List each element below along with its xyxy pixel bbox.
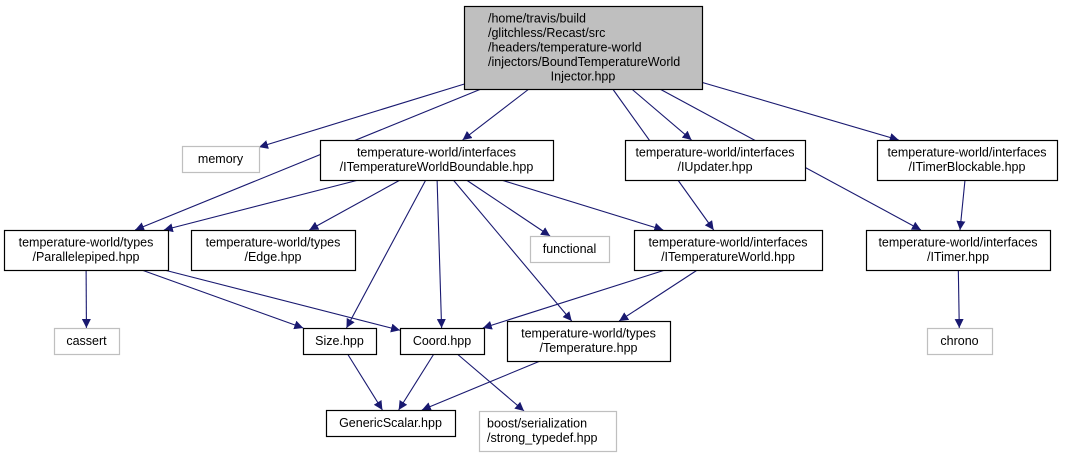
edge-itimerblockable-to-itimer: [956, 179, 966, 231]
node-box: [478, 410, 618, 453]
edge-boundable-to-temperature: [452, 179, 573, 322]
node-genericscalar[interactable]: GenericScalar.hpp: [325, 409, 457, 438]
edge-root-to-iupdater: [631, 88, 692, 141]
node-root[interactable]: /home/travis/build/glitchless/Recast/src…: [463, 5, 704, 91]
node-box: [926, 327, 994, 356]
edge-root-to-memory: [258, 83, 465, 149]
edge-root-to-parallelepiped: [134, 88, 482, 231]
edges: [81, 81, 966, 412]
node-parallelepiped[interactable]: temperature-world/types/Parallelepiped.h…: [3, 229, 170, 272]
node-label-line: functional: [543, 242, 597, 256]
node-label-line: memory: [198, 152, 244, 166]
node-label-line: temperature-world/types: [206, 236, 341, 250]
edge-root-to-itimerblockable: [701, 81, 899, 142]
node-box: [506, 320, 672, 363]
edge-root-to-boundable: [462, 88, 530, 141]
node-label-line: /headers/temperature-world: [488, 40, 642, 54]
node-functional[interactable]: functional: [529, 235, 611, 264]
node-label-line: /ITimerBlockable.hpp: [909, 160, 1026, 174]
node-itemperatureworld[interactable]: temperature-world/interfaces/ITemperatur…: [633, 229, 824, 272]
node-label-line: temperature-world/types: [521, 327, 656, 341]
edge-itemperatureworld-to-temperature: [618, 269, 698, 322]
node-box: [325, 409, 457, 438]
node-itimer[interactable]: temperature-world/interfaces/ITimer.hpp: [865, 229, 1052, 272]
node-label-line: temperature-world/interfaces: [357, 146, 516, 160]
edge-boundable-to-size: [345, 179, 427, 329]
node-iupdater[interactable]: temperature-world/interfaces/IUpdater.hp…: [624, 139, 807, 182]
node-label-line: temperature-world/interfaces: [635, 146, 794, 160]
node-label-line: temperature-world/types: [19, 236, 154, 250]
edge-boundable-to-functional: [466, 179, 551, 237]
node-box: [181, 145, 261, 174]
edge-coord-to-boost: [456, 353, 525, 412]
node-box: [319, 139, 555, 182]
node-size[interactable]: Size.hpp: [302, 327, 378, 356]
node-box: [53, 327, 121, 356]
node-label-line: temperature-world/interfaces: [887, 146, 1046, 160]
node-memory[interactable]: memory: [181, 145, 261, 174]
node-label-line: /Temperature.hpp: [540, 341, 638, 355]
node-boost[interactable]: boost/serialization/strong_typedef.hpp: [478, 410, 618, 453]
node-label-line: /Parallelepiped.hpp: [32, 250, 139, 264]
node-chrono[interactable]: chrono: [926, 327, 994, 356]
node-box: [865, 229, 1052, 272]
node-box: [624, 139, 807, 182]
node-itimerblockable[interactable]: temperature-world/interfaces/ITimerBlock…: [876, 139, 1059, 182]
edge-boundable-to-parallelepiped: [163, 179, 359, 233]
node-box: [190, 229, 357, 272]
node-box: [463, 5, 704, 91]
node-box: [302, 327, 378, 356]
node-box: [529, 235, 611, 264]
nodes: /home/travis/build/glitchless/Recast/src…: [3, 5, 1059, 453]
edge-parallelepiped-to-coord: [164, 269, 401, 333]
edge-size-to-genericscalar: [347, 353, 383, 411]
node-coord[interactable]: Coord.hpp: [399, 327, 486, 356]
node-label-line: temperature-world/interfaces: [878, 236, 1037, 250]
edge-parallelepiped-to-size: [141, 269, 304, 330]
node-label-line: Size.hpp: [315, 334, 364, 348]
node-label-line: /strong_typedef.hpp: [487, 431, 598, 445]
node-label-line: /ITemperatureWorld.hpp: [661, 250, 795, 264]
node-label-line: Injector.hpp: [551, 69, 616, 83]
node-label-line: GenericScalar.hpp: [339, 416, 442, 430]
node-box: [3, 229, 170, 272]
node-box: [399, 327, 486, 356]
node-boundable[interactable]: temperature-world/interfaces/ITemperatur…: [319, 139, 555, 182]
node-label-line: Coord.hpp: [413, 334, 471, 348]
node-box: [876, 139, 1059, 182]
edge-temperature-to-genericscalar: [421, 360, 541, 411]
node-label-line: /IUpdater.hpp: [677, 160, 752, 174]
node-label-line: /ITemperatureWorldBoundable.hpp: [340, 160, 534, 174]
node-label-line: /glitchless/Recast/src: [488, 26, 605, 40]
edge-boundable-to-edge: [309, 179, 401, 231]
node-box: [633, 229, 824, 272]
node-label-line: temperature-world/interfaces: [648, 236, 807, 250]
node-label-line: /ITimer.hpp: [927, 250, 989, 264]
node-label-line: cassert: [66, 334, 107, 348]
edge-coord-to-genericscalar: [398, 353, 435, 411]
node-temperature[interactable]: temperature-world/types/Temperature.hpp: [506, 320, 672, 363]
node-label-line: /injectors/BoundTemperatureWorld: [488, 55, 680, 69]
edge-itemperatureworld-to-coord: [482, 269, 666, 330]
node-label-line: /Edge.hpp: [245, 250, 302, 264]
edge-itimer-to-chrono: [954, 269, 964, 329]
edge-boundable-to-coord: [436, 179, 446, 329]
edge-boundable-to-itemperatureworld: [501, 179, 664, 232]
node-label-line: /home/travis/build: [488, 11, 586, 25]
node-edge[interactable]: temperature-world/types/Edge.hpp: [190, 229, 357, 272]
node-label-line: chrono: [940, 334, 978, 348]
node-label-line: boost/serialization: [487, 417, 587, 431]
node-cassert[interactable]: cassert: [53, 327, 121, 356]
